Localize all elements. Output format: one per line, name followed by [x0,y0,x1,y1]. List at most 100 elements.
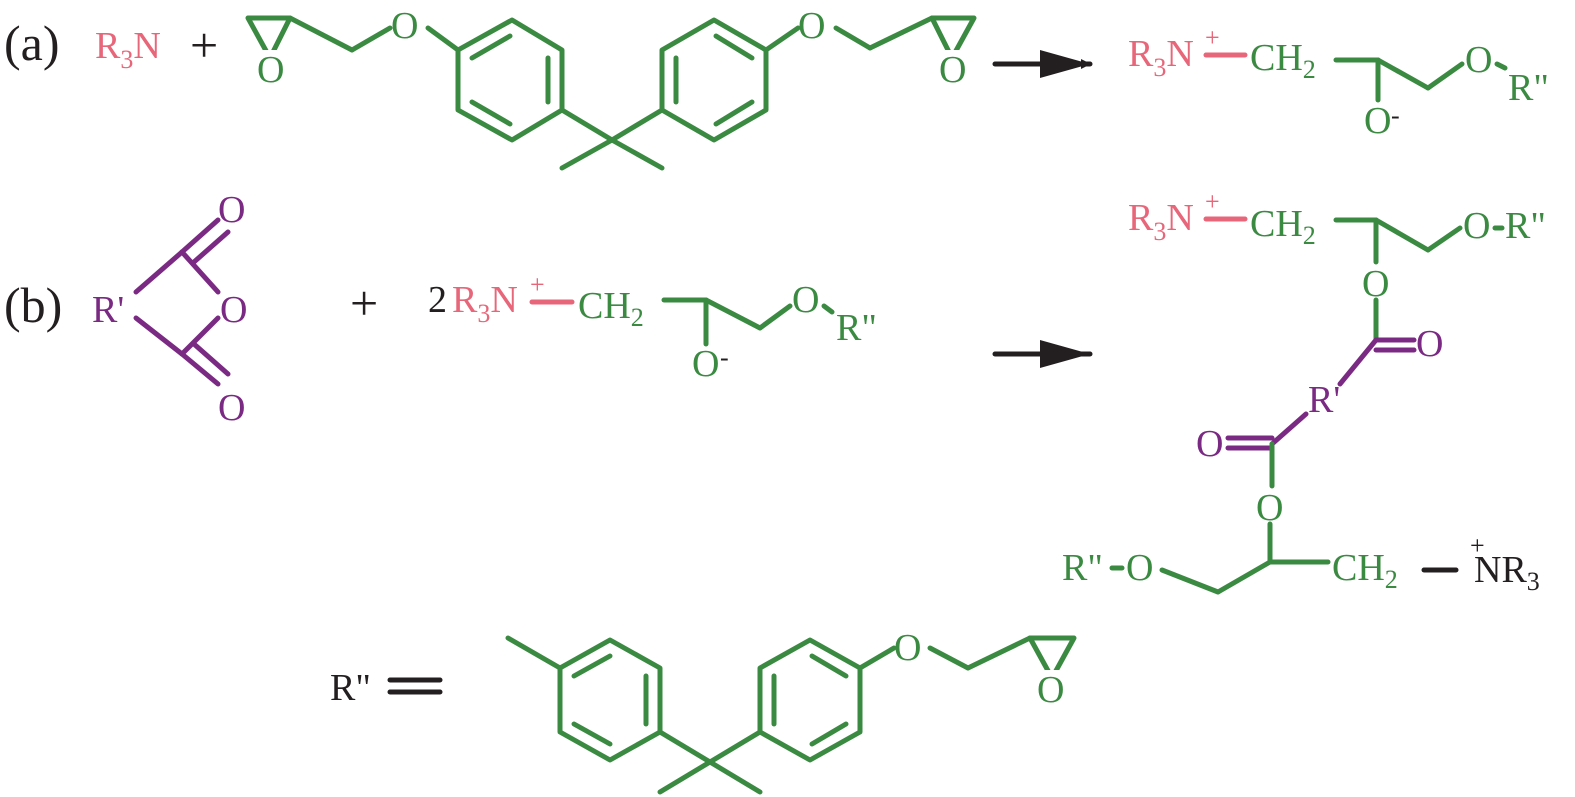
bond [763,25,801,53]
bond [703,297,763,331]
bond [133,315,185,357]
bond [657,729,713,765]
bond [609,107,665,143]
double-bond [191,341,231,377]
r-double-prime-top: R" [1505,205,1546,247]
ether-oxygen-left: O [391,5,418,47]
bond [133,249,185,295]
alkoxide-charge: - [1391,101,1400,130]
double-bond [809,653,849,679]
ch2-group-top: CH2 [1250,203,1316,250]
epoxide-oxygen-left: O [257,49,284,91]
epoxide-ring-right [929,15,977,61]
alkoxide-charge: - [720,343,729,372]
anhydride-molecule: R' O O O [92,189,247,429]
bond [1269,411,1309,447]
amine-reactant: R3N [95,25,161,74]
ether-oxygen: O [792,279,819,321]
carbonyl-oxygen-top: O [1416,323,1443,365]
epoxide-oxygen-right: O [939,49,966,91]
bond [1159,567,1221,595]
double-bond [179,217,221,255]
alkoxide-reactant: 2 R3N + CH2 O - O R" [428,270,877,385]
bond [821,303,835,315]
r-prime: R' [92,289,124,331]
bond [1494,61,1508,71]
bond [505,635,563,671]
bond [1215,559,1273,595]
bond [1425,225,1463,253]
double-bond [469,33,513,61]
double-bond [571,653,613,679]
bond [867,15,935,51]
bond [1337,337,1379,387]
r-double-prime-definition: R" O O [330,627,1077,795]
ammonium-charge: + [530,270,545,299]
alkoxide-oxygen: O [692,343,719,385]
double-bond [809,721,849,747]
r-double-prime-bottom: R" [1062,547,1103,589]
ammonium-charge: + [1205,23,1220,52]
epoxide-oxygen: O [1037,669,1064,711]
ch2-group: CH2 [1250,37,1316,84]
ch2-group-bottom: CH2 [1332,547,1398,594]
ch2-group: CH2 [578,285,644,332]
carbonyl-oxygen-bottom: O [218,387,245,429]
double-bond [713,33,755,61]
alkoxide-oxygen: O [1364,100,1391,142]
r-double-prime: R" [836,307,877,349]
reaction-b: (b) R' O O O + 2 R3N + CH2 [4,187,1546,596]
bond [927,645,971,671]
product-a: R3N + CH2 O - O R" [1128,23,1549,142]
label-a: (a) [4,15,60,71]
ammonium-group-bottom: NR3 [1474,549,1540,596]
bond [707,729,763,765]
reaction-a: (a) R3N + [4,5,1549,171]
bond [287,15,355,53]
bond [1375,57,1431,91]
methyl-bond [707,759,763,795]
plus-a: + [190,17,218,73]
epoxide-ring-left [245,15,293,61]
ether-oxygen: O [1465,39,1492,81]
label-b: (b) [4,277,62,333]
ammonium-group: R3N [1128,33,1194,82]
arrowhead-b [1040,340,1090,368]
r-double-prime: R" [1508,67,1549,109]
methyl-bond [609,137,665,171]
label-mask [936,50,968,84]
label-mask [254,50,286,84]
carbonyl-oxygen-top: O [218,189,245,231]
ether-oxygen-top: O [1463,205,1490,247]
double-bond [179,351,221,387]
label-mask [1034,670,1068,706]
coefficient: 2 [428,279,447,321]
epoxide-ring [1027,635,1077,681]
bond [857,645,897,671]
ether-oxygen-bottom: O [1126,547,1153,589]
bond [349,25,393,53]
epoxy-resin-molecule: O O O O [245,5,977,171]
benzene-ring-right [659,17,769,143]
double-bond [191,229,231,265]
bond [833,25,873,51]
bond [425,25,461,53]
ammonium-charge-top: + [1205,187,1220,216]
product-b: R3N + CH2 O R" O O R' O O R" [1062,187,1546,596]
ammonium-group: R3N [452,279,518,328]
double-bond [469,99,513,127]
bond [559,107,615,143]
plus-b: + [350,275,378,331]
ammonium-charge-bottom: + [1470,531,1485,560]
carbonyl-oxygen-bottom: O [1196,423,1223,465]
definition-symbol: R" [330,667,371,709]
bond [1425,61,1465,91]
definition-molecule: O O [505,627,1077,795]
double-bond [713,99,755,127]
bond [757,303,793,331]
ammonium-group-top: R3N [1128,197,1194,246]
benzene-ring-right [757,637,863,763]
bond [179,249,221,295]
ether-oxygen-right: O [798,5,825,47]
